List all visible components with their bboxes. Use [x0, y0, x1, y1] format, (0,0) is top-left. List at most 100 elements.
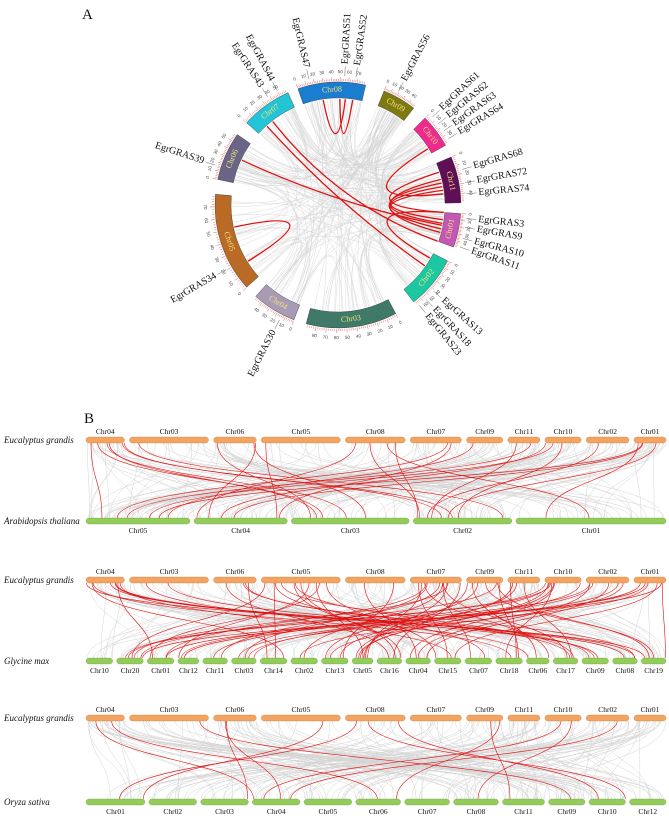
target-chromosome: [193, 517, 288, 525]
ruler-tick: [242, 119, 246, 123]
ruler-tick: [219, 246, 222, 248]
eucalyptus-chromosome: [213, 576, 257, 584]
gene-leader: [465, 180, 475, 183]
background-link: [224, 720, 297, 800]
target-chromosome: [85, 798, 146, 806]
background-link: [518, 442, 591, 519]
collinear-link: [178, 582, 310, 659]
background-link: [111, 720, 216, 800]
ruler-tick: [460, 220, 466, 222]
background-link: [107, 720, 363, 800]
gene-leader: [306, 69, 310, 80]
ruler-tick: [455, 243, 458, 245]
background-link: [491, 720, 495, 800]
background-link: [547, 582, 584, 659]
background-chord: [240, 119, 402, 247]
background-link: [413, 442, 555, 519]
chromosome-block: [297, 81, 366, 105]
ruler-tick: [417, 299, 420, 302]
eucalyptus-chromosome-label: Chr07: [426, 427, 445, 436]
eucalyptus-chromosome-label: Chr08: [366, 427, 385, 436]
target-chromosome-label: Chr11: [514, 807, 533, 816]
background-chord: [232, 213, 418, 276]
collinear-link: [498, 582, 519, 659]
ruler-tick: [435, 281, 437, 284]
ruler-tick: [240, 283, 243, 286]
background-chord: [243, 101, 320, 172]
chromosome-block: [255, 284, 300, 321]
gene-leader: [443, 125, 452, 132]
target-chromosome-label: Chr08: [467, 807, 486, 816]
background-link: [182, 442, 193, 519]
target-chromosome-label: Chr03: [215, 807, 234, 816]
eucalyptus-chromosome-label: Chr07: [426, 705, 445, 714]
background-link: [270, 442, 571, 519]
ruler-tick: [371, 324, 373, 327]
eucalyptus-chromosome: [410, 436, 462, 444]
collinear-link: [199, 720, 571, 800]
target-chromosome: [464, 657, 492, 665]
ruler-tick: [298, 85, 300, 88]
target-chromosome-label: Chr01: [151, 666, 170, 675]
background-chord: [378, 193, 444, 288]
background-link: [123, 582, 313, 659]
ruler-label: 40: [434, 289, 441, 296]
ruler-tick: [216, 244, 221, 246]
eucalyptus-chromosome: [507, 576, 541, 584]
background-link: [175, 720, 209, 800]
ruler-tick: [217, 161, 222, 164]
ruler-label: 30: [466, 179, 472, 185]
background-link: [226, 720, 661, 800]
eucalyptus-chromosome-label: Chr11: [515, 427, 534, 436]
eucalyptus-chromosome-label: Chr06: [226, 705, 245, 714]
collinear-link: [253, 442, 366, 519]
background-chord: [270, 229, 439, 288]
background-link: [304, 720, 639, 800]
collinear-link: [208, 442, 256, 519]
chromosome-block: [214, 194, 259, 288]
ruler-tick: [452, 157, 455, 159]
ruler-tick: [390, 89, 393, 93]
collinear-link: [108, 442, 317, 519]
ruler-label: 0: [288, 326, 293, 332]
background-chord: [270, 123, 431, 257]
background-chord: [234, 100, 359, 187]
eucalyptus-chromosome: [586, 576, 630, 584]
background-chord: [311, 102, 370, 307]
background-chord: [322, 214, 444, 310]
ruler-tick: [274, 96, 276, 99]
background-chord: [368, 110, 421, 273]
ruler-tick: [436, 127, 441, 131]
ruler-tick: [265, 101, 267, 104]
collinear-link: [343, 582, 394, 659]
background-link: [111, 442, 425, 519]
background-link: [91, 442, 257, 519]
ruler-tick: [259, 106, 262, 108]
gene-label: EgrGRAS52: [352, 14, 370, 66]
ruler-label: 30: [256, 93, 263, 100]
background-chord: [281, 115, 359, 310]
background-chord: [239, 166, 299, 288]
ruler-label: 0: [236, 113, 242, 119]
ruler-tick: [283, 91, 285, 94]
ruler-tick: [315, 326, 317, 332]
target-chromosome-label: Chr11: [206, 666, 225, 675]
ruler-tick: [431, 120, 435, 124]
ruler-tick: [447, 262, 450, 264]
background-link: [524, 720, 629, 800]
eucalyptus-chromosome: [85, 576, 125, 584]
background-link: [100, 442, 140, 519]
ruler-label: 0: [430, 108, 436, 114]
bottom-species-label: Arabidopsis thaliana: [3, 516, 80, 526]
background-link: [129, 442, 139, 519]
background-link: [604, 720, 640, 800]
background-link: [87, 582, 274, 659]
ruler-tick: [229, 141, 232, 143]
background-chord: [379, 145, 426, 275]
ruler-tick: [411, 103, 414, 106]
background-link: [534, 720, 640, 800]
background-link: [481, 720, 637, 800]
ruler-tick: [223, 151, 226, 153]
ruler-tick: [407, 100, 409, 103]
ruler-tick: [216, 239, 219, 241]
